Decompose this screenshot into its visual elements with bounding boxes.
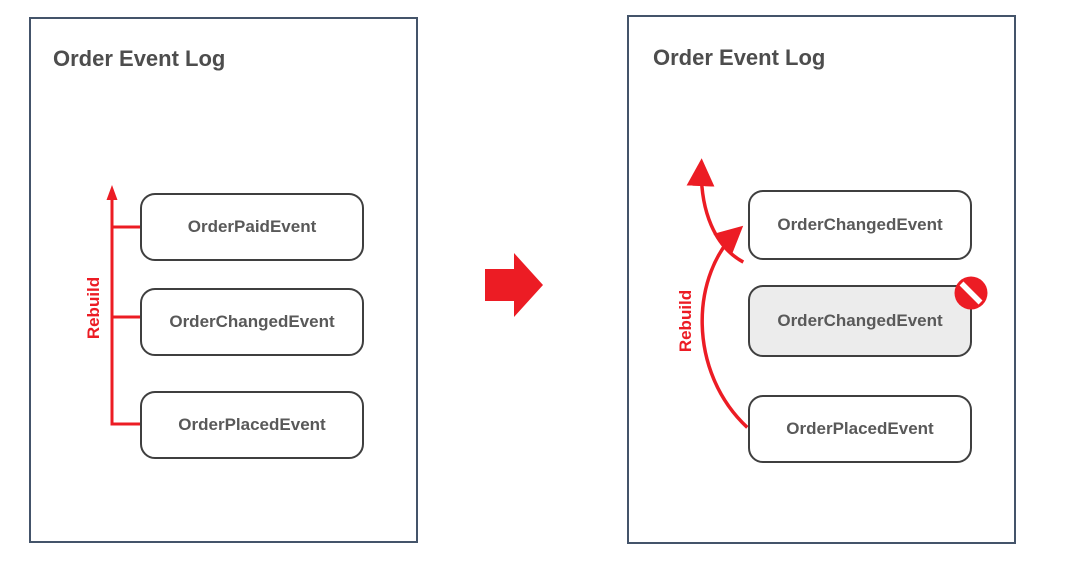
event-box-order-changed-kept: OrderChangedEvent xyxy=(748,190,972,260)
up-arrowhead-icon xyxy=(106,185,118,200)
rebuild-label: Rebuild xyxy=(84,276,103,340)
panel-title: Order Event Log xyxy=(653,45,826,70)
event-box-order-changed-blocked: OrderChangedEvent xyxy=(748,285,972,357)
rebuild-skip-curve xyxy=(700,225,749,429)
rebuild-label: Rebuild xyxy=(676,289,695,353)
event-box-order-changed: OrderChangedEvent xyxy=(140,288,364,356)
panel-order-event-log-after: Order Event Log Rebuild OrderChangedEven… xyxy=(627,15,1016,544)
panel-order-event-log-before: Order Event Log Rebuild OrderPaidEvent O… xyxy=(29,17,418,543)
event-box-order-paid: OrderPaidEvent xyxy=(140,193,364,261)
event-box-order-placed: OrderPlacedEvent xyxy=(748,395,972,463)
transform-arrow-icon xyxy=(485,253,543,317)
event-box-order-placed: OrderPlacedEvent xyxy=(140,391,364,459)
rebuild-continue-curve xyxy=(686,158,745,264)
panel-title: Order Event Log xyxy=(53,46,226,71)
prohibition-icon xyxy=(954,276,988,310)
